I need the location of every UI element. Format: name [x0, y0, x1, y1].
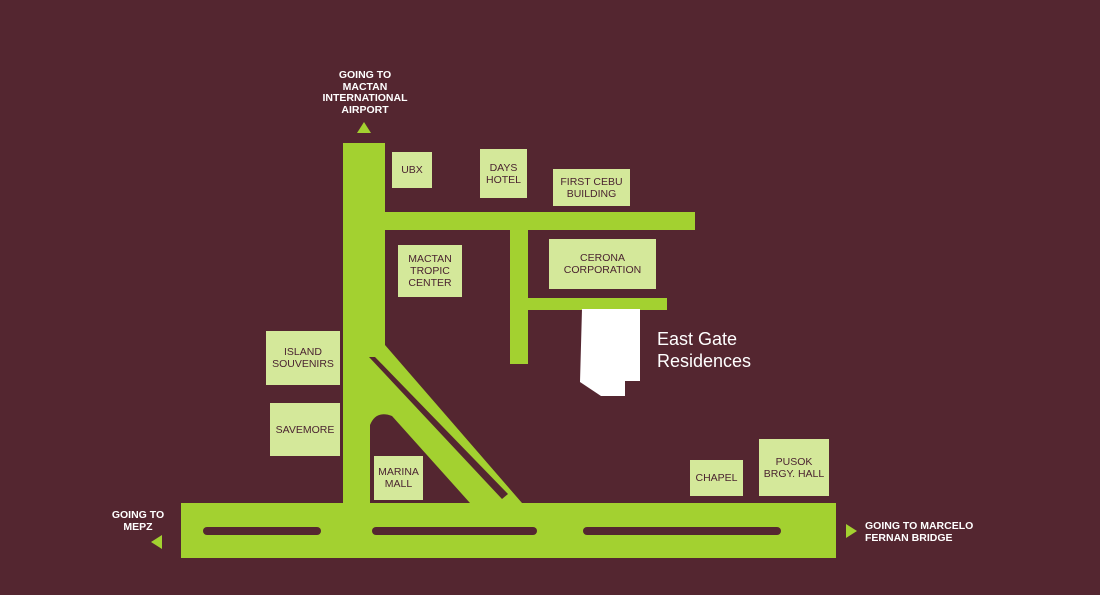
direction-airport: GOING TO MACTAN INTERNATIONAL AIRPORT — [322, 69, 408, 116]
street-vertical — [510, 212, 528, 364]
landmark-savemore: SAVEMORE — [270, 403, 340, 456]
landmark-island-souvenirs: ISLAND SOUVENIRS — [266, 331, 340, 385]
landmark-pusok-brgy-hall: PUSOK BRGY. HALL — [759, 439, 829, 496]
landmark-first-cebu-label: FIRST CEBU BUILDING — [560, 175, 623, 200]
landmark-marina-mall-label: MARINA MALL — [378, 466, 419, 490]
main-road — [181, 143, 836, 558]
street-lower — [510, 298, 667, 310]
diagonal-median — [369, 357, 508, 499]
landmark-mactan-tropic-center: MACTAN TROPIC CENTER — [398, 245, 462, 297]
road-median — [203, 527, 321, 535]
direction-marcelo-fernan-bridge: GOING TO MARCELO FERNAN BRIDGE — [865, 520, 974, 544]
destination-label: East Gate Residences — [657, 328, 751, 372]
road-median — [372, 527, 537, 535]
landmark-ubx-label: UBX — [401, 164, 423, 176]
direction-mepz: GOING TO MEPZ — [111, 509, 165, 533]
landmark-marina-mall: MARINA MALL — [374, 456, 423, 500]
road-median — [583, 527, 781, 535]
landmark-first-cebu-building: FIRST CEBU BUILDING — [553, 169, 630, 206]
east-gate-residences-building — [580, 309, 640, 396]
mepz-arrow-icon — [151, 535, 162, 549]
landmark-pusok-label: PUSOK BRGY. HALL — [763, 455, 825, 480]
landmark-chapel-label: CHAPEL — [695, 472, 738, 484]
destination-line-2: Residences — [657, 351, 752, 371]
landmark-cerona-label: CERONA CORPORATION — [563, 252, 642, 276]
landmark-days-hotel: DAYS HOTEL — [480, 149, 527, 198]
landmark-mactan-tropic-label: MACTAN TROPIC CENTER — [408, 253, 452, 289]
landmark-ubx: UBX — [392, 152, 432, 188]
landmark-savemore-label: SAVEMORE — [275, 423, 335, 436]
airport-arrow-icon — [357, 122, 371, 133]
street-upper — [385, 212, 695, 230]
marcelo-fernan-arrow-icon — [846, 524, 857, 538]
landmark-chapel: CHAPEL — [690, 460, 743, 496]
landmark-days-hotel-label: DAYS HOTEL — [485, 161, 521, 186]
landmark-cerona-corporation: CERONA CORPORATION — [549, 239, 656, 289]
landmark-island-souvenirs-label: ISLAND SOUVENIRS — [272, 346, 334, 370]
destination-line-1: East Gate — [657, 329, 738, 349]
